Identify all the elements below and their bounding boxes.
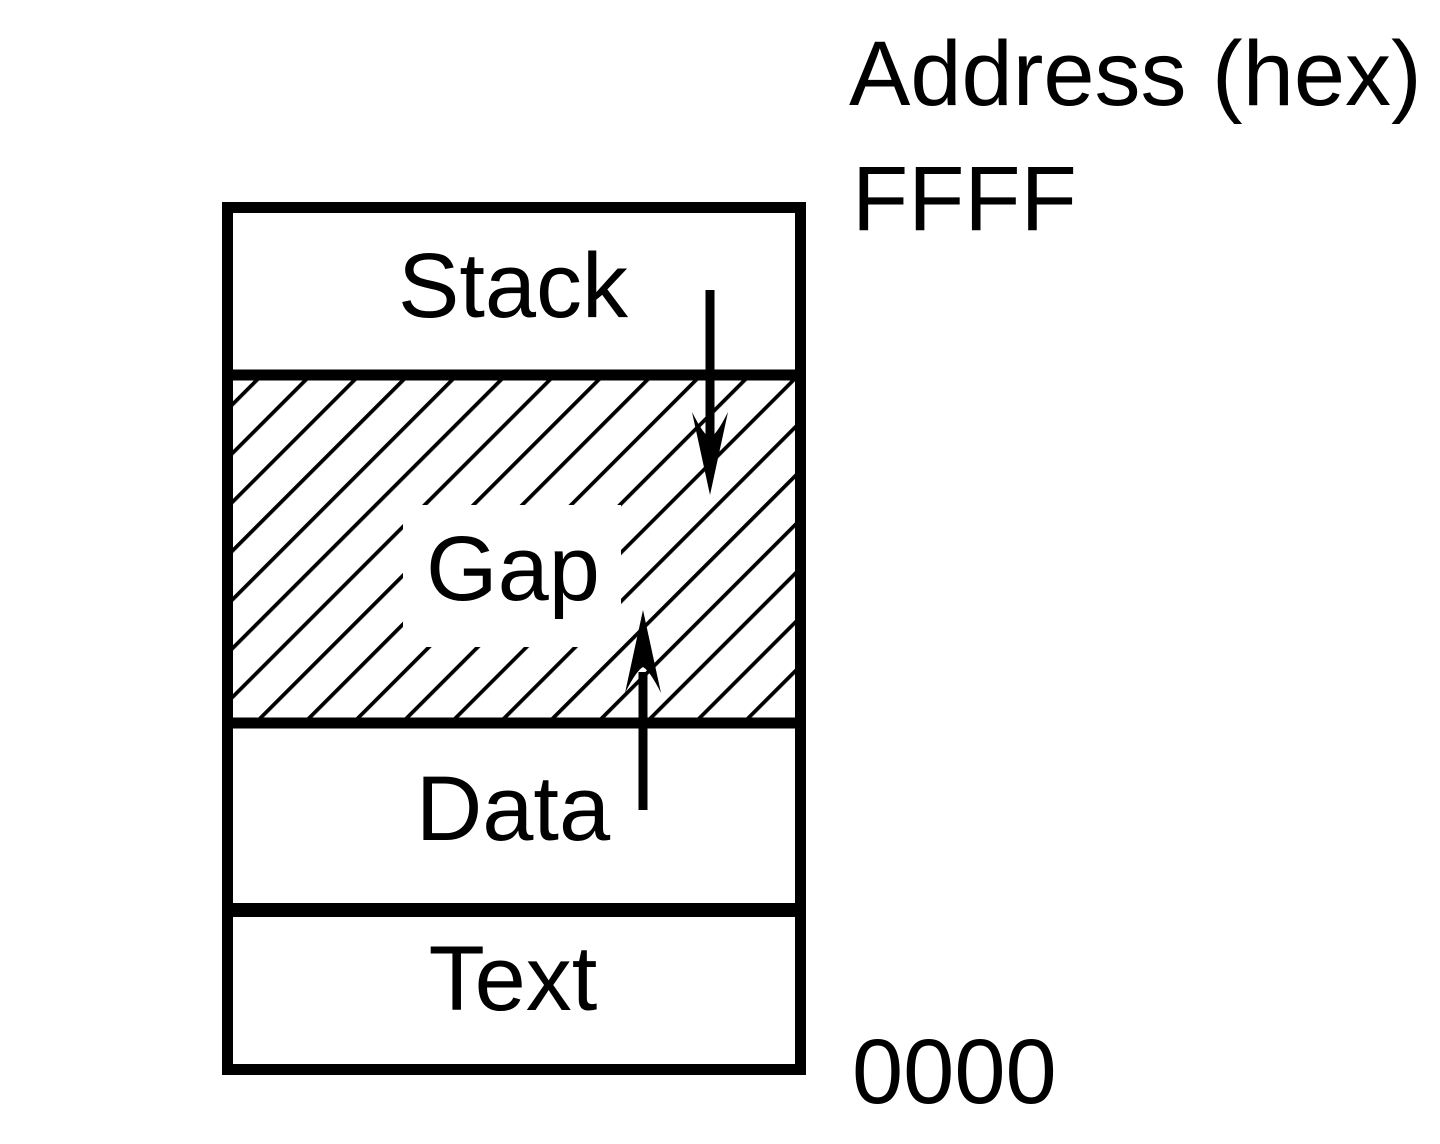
gap-label-patch: [403, 505, 621, 647]
address-bottom-value: 0000: [852, 1021, 1057, 1123]
down-arrowhead-icon: [692, 412, 728, 495]
data-growth-up-arrow: [625, 610, 661, 810]
address-top-value: FFFF: [852, 148, 1077, 250]
data-section-label: Data: [416, 758, 611, 860]
text-section-label: Text: [429, 928, 598, 1030]
stack-growth-down-arrow: [692, 290, 728, 495]
stack-section-label: Stack: [398, 235, 629, 337]
gap-section-label: Gap: [426, 518, 600, 620]
memory-box-frame: [222, 202, 806, 1075]
up-arrowhead-icon: [625, 610, 661, 693]
address-axis-title: Address (hex): [849, 23, 1422, 125]
